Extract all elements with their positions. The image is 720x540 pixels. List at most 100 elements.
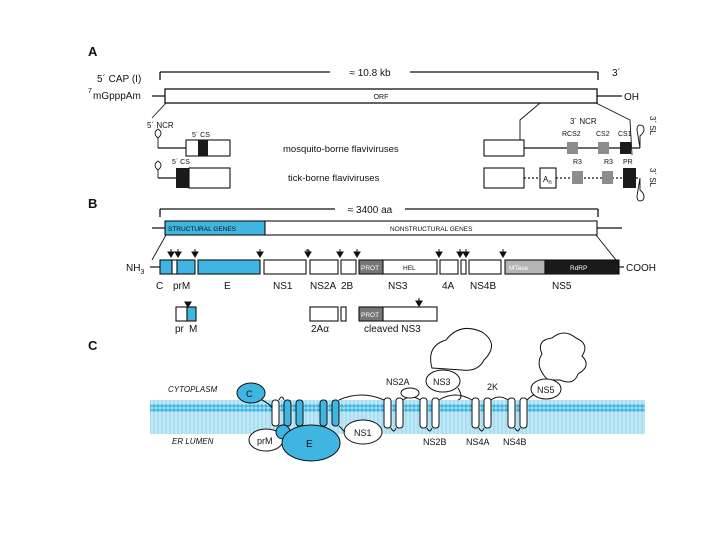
cap-superscript: 7 <box>88 88 92 95</box>
cs1-label: CS1 <box>618 131 632 138</box>
pr-label: PR <box>623 159 633 166</box>
cytoplasm-label: CYTOPLASM <box>168 385 218 394</box>
gene-label-prm: prM <box>173 281 190 292</box>
cleavage-markers <box>167 249 507 258</box>
mosquito-five-prime <box>154 128 231 157</box>
cs1-box <box>620 142 631 154</box>
ns1-protein <box>343 419 383 445</box>
mtase-label: MTase <box>509 265 529 272</box>
nh3-label: NH3 <box>126 263 144 276</box>
tick-five-prime <box>154 160 231 189</box>
cooh-label: COOH <box>626 263 656 274</box>
five-cs-label-mosquito: 5´ CS <box>192 132 210 139</box>
cleaved-ns3-product <box>358 298 438 322</box>
rdrp-label: RdRP <box>570 265 587 272</box>
five-cs-label-tick: 5´ CS <box>172 159 190 166</box>
prm-protein-label: prM <box>257 436 273 446</box>
ns4a-label: NS4A <box>466 437 490 447</box>
three-prime-label: 3´ <box>612 67 621 79</box>
nonstructural-genes-label: NONSTRUCTURAL GENES <box>390 226 473 233</box>
capsid-c <box>236 382 266 404</box>
gene-label-ns2a: NS2A <box>310 281 336 292</box>
gene-label-e: E <box>224 281 231 292</box>
rcs2-label: RCS2 <box>562 131 581 138</box>
e-protein <box>281 424 341 462</box>
gene-label-ns3: NS3 <box>388 281 408 292</box>
gene-labels: C prM E NS1 NS2A 2B NS3 4A NS4B NS5 <box>156 281 572 292</box>
r3-label-1: R3 <box>573 159 582 166</box>
ns5-polymerase <box>538 332 587 383</box>
hel-label: HEL <box>403 265 416 272</box>
gene-c <box>159 259 173 275</box>
er-lumen-label: ER LUMEN <box>172 437 214 446</box>
cleaved-ns3-label: cleaved NS3 <box>364 324 421 335</box>
ns3-helicase <box>430 327 492 371</box>
ns5-label: NS5 <box>537 385 555 395</box>
structural-genes-label: STRUCTURAL GENES <box>168 226 237 233</box>
gene-ns2a <box>309 259 339 275</box>
gene-ns4b <box>468 259 502 275</box>
genome-size-label: ≈ 10.8 kb <box>349 68 391 79</box>
polyprotein <box>159 259 620 275</box>
five-cap-label: 5´ CAP (I) <box>97 73 141 85</box>
pr-m-products <box>175 301 197 322</box>
ns2a-alpha-product <box>309 306 347 322</box>
r3-box-2 <box>602 171 613 184</box>
gene-label-4a: 4A <box>442 281 455 292</box>
cs2-box <box>598 142 609 154</box>
gene-label-ns5: NS5 <box>552 281 572 292</box>
stem-loop-icon <box>636 177 645 202</box>
e-protein-label: E <box>306 439 313 450</box>
orf-box <box>164 88 598 104</box>
poly-a-label: An <box>543 175 552 186</box>
gene-4a <box>439 259 459 275</box>
gene-ns1 <box>263 259 307 275</box>
gene-prm <box>176 259 196 275</box>
tm-helices <box>271 397 528 429</box>
cap-label: mGpppAm <box>93 91 141 102</box>
ns2a-alpha-label: 2Aα <box>311 324 329 335</box>
three-sl-label-tick: 3´ SL <box>648 168 657 188</box>
pr-box <box>623 168 636 188</box>
ns1-protein-label: NS1 <box>354 428 372 438</box>
stem-loop-icon <box>154 160 162 171</box>
panel-c-label: C <box>88 338 98 353</box>
stem-loop-icon <box>636 124 645 149</box>
gene-2b <box>340 259 357 275</box>
gene-label-ns1: NS1 <box>273 281 293 292</box>
prot-label-2: PROT <box>361 312 379 319</box>
gene-label-c: C <box>156 281 163 292</box>
m-label: M <box>189 324 197 335</box>
five-cs-box <box>198 140 208 156</box>
ns5-protein <box>530 378 562 400</box>
gene-label-ns4b: NS4B <box>470 281 496 292</box>
ns2a-label: NS2A <box>386 377 410 387</box>
capsid-c-label: C <box>246 389 253 399</box>
panel-a-label: A <box>88 44 98 59</box>
tick-three-prime <box>483 167 645 202</box>
five-cs-box-tick <box>176 168 189 188</box>
mosquito-label: mosquito-borne flaviviruses <box>283 144 399 155</box>
rcs2-box <box>567 142 578 154</box>
nonstructural-genes-box <box>264 220 598 236</box>
tick-label: tick-borne flaviviruses <box>288 173 380 184</box>
three-ncr-label: 3´ NCR <box>570 117 597 126</box>
r3-label-2: R3 <box>604 159 613 166</box>
2k-label: 2K <box>487 382 498 392</box>
oh-label: OH <box>624 92 639 103</box>
ns3-protein <box>425 369 461 393</box>
polyprotein-size-label: ≈ 3400 aa <box>348 205 393 216</box>
five-ncr-label: 5´ NCR <box>147 121 174 130</box>
mosquito-three-prime <box>483 124 645 157</box>
ns3-label: NS3 <box>433 377 451 387</box>
panel-b-label: B <box>88 196 97 211</box>
three-sl-label-mosquito: 3´ SL <box>648 116 657 136</box>
orf-label: ORF <box>374 94 389 101</box>
ns4b-label: NS4B <box>503 437 527 447</box>
prot-label: PROT <box>361 265 379 272</box>
stem-loop-icon <box>154 128 162 139</box>
gene-label-2b: 2B <box>341 281 354 292</box>
gene-ns3-hel <box>382 259 438 275</box>
